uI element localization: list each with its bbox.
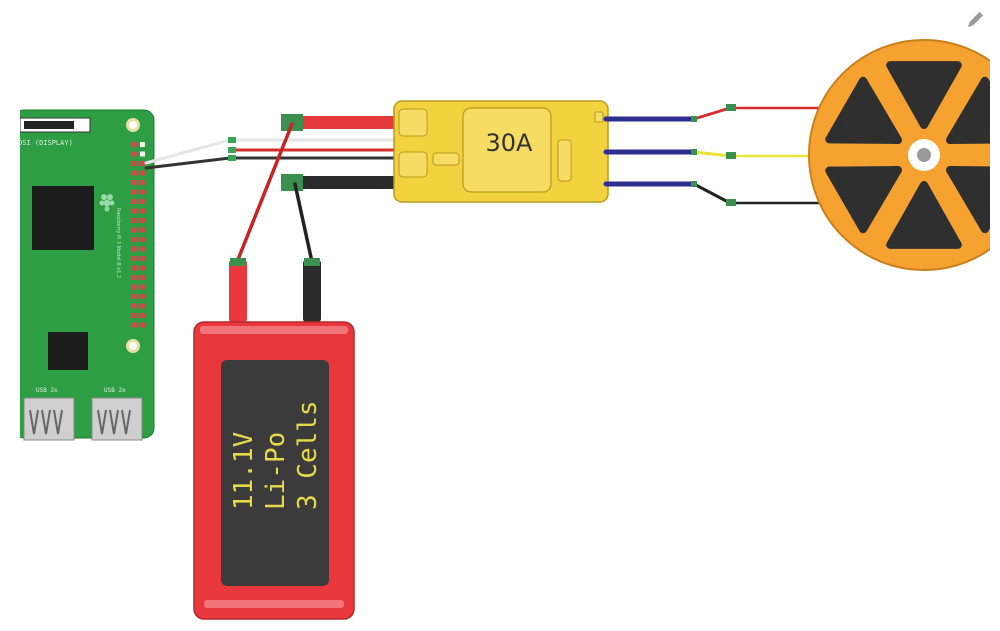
signal-wires (144, 137, 397, 170)
gpio-pin (140, 284, 145, 290)
gpio-pin (140, 322, 145, 328)
motor-vent-slot (945, 166, 1000, 234)
gpio-pin (132, 218, 137, 223)
esc-power-leads (281, 114, 400, 191)
esc-black-lead (300, 176, 400, 189)
raspberry-pi-board: DSI (DISPLAY) Raspberry Pi 3 Model B v1.… (0, 100, 155, 445)
gpio-pin (132, 189, 137, 195)
gpio-pin (140, 303, 145, 309)
gpio-pin (140, 313, 145, 318)
gpio-pin (140, 151, 145, 157)
esc-module: 30A (393, 100, 609, 203)
gpio-pin (132, 170, 137, 176)
battery-black-wire (293, 182, 314, 264)
board-model-text: Raspberry Pi 3 Model B v1.2 (115, 208, 121, 278)
gpio-pin (132, 313, 137, 318)
gpio-header (132, 142, 145, 328)
usb-chip (48, 332, 88, 370)
usb-label-1: USB 2x (36, 387, 58, 394)
gpio-pin (140, 142, 145, 147)
motor-vent-slot (945, 76, 1000, 144)
gpio-pin (140, 170, 145, 176)
battery-red-plug (229, 260, 247, 322)
gpio-pin (140, 161, 145, 166)
battery-label-panel (221, 360, 329, 586)
motor-vent-slots (825, 61, 1000, 249)
gpio-pin (132, 161, 137, 166)
battery-wires (235, 122, 314, 264)
gpio-pin (140, 265, 145, 271)
gpio-pin (132, 227, 137, 233)
battery-black-plug (303, 260, 321, 322)
gpio-pin (132, 208, 137, 214)
lipo-battery: 11.1V Li-Po 3 Cells (193, 258, 355, 620)
usb-label-2: USB 2x (104, 387, 126, 394)
battery-text: 11.1V Li-Po 3 Cells (229, 400, 323, 510)
gpio-pin (140, 180, 145, 185)
gpio-pin (140, 246, 145, 252)
gpio-pin (132, 284, 137, 290)
signal-wire-black (144, 156, 397, 170)
gpio-pin (132, 275, 137, 280)
motor-vent-slot (825, 76, 903, 144)
motor-vent-slot (886, 61, 962, 129)
motor-vent-slot (825, 166, 903, 234)
gpio-pin (140, 227, 145, 233)
raspberry-logo (99, 194, 115, 212)
gpio-pin (132, 246, 137, 252)
gpio-pin (132, 322, 137, 328)
motor-vent-slot (886, 181, 962, 249)
gpio-pin (132, 256, 137, 261)
esc-rating-label: 30A (486, 129, 534, 157)
pencil-icon[interactable] (966, 11, 984, 29)
esc-red-lead (300, 116, 400, 129)
gpio-pin (140, 256, 145, 261)
usb-port-2 (91, 397, 143, 441)
gpio-pin (132, 237, 137, 242)
gpio-pin (132, 142, 137, 147)
gpio-pin (132, 151, 137, 157)
battery-chemistry: Li-Po (261, 432, 291, 510)
gpio-pin (140, 275, 145, 280)
gpio-pin (140, 189, 145, 195)
battery-cells: 3 Cells (293, 400, 323, 510)
gpio-pin (132, 303, 137, 309)
gpio-pin (132, 199, 137, 204)
gpio-pin (140, 294, 145, 299)
battery-voltage: 11.1V (229, 432, 259, 510)
gpio-pin (132, 294, 137, 299)
usb-port-1 (23, 397, 75, 441)
motor-phase-wires (603, 104, 827, 206)
soc-chip (32, 186, 94, 250)
gpio-pin (132, 265, 137, 271)
gpio-pin (132, 180, 137, 185)
gpio-pin (140, 237, 145, 242)
dsi-display-label: DSI (DISPLAY) (18, 139, 73, 147)
gpio-pin (140, 199, 145, 204)
battery-red-wire (235, 122, 294, 264)
gpio-pin (140, 208, 145, 214)
gpio-pin (140, 218, 145, 223)
brushless-motor (808, 30, 1000, 290)
